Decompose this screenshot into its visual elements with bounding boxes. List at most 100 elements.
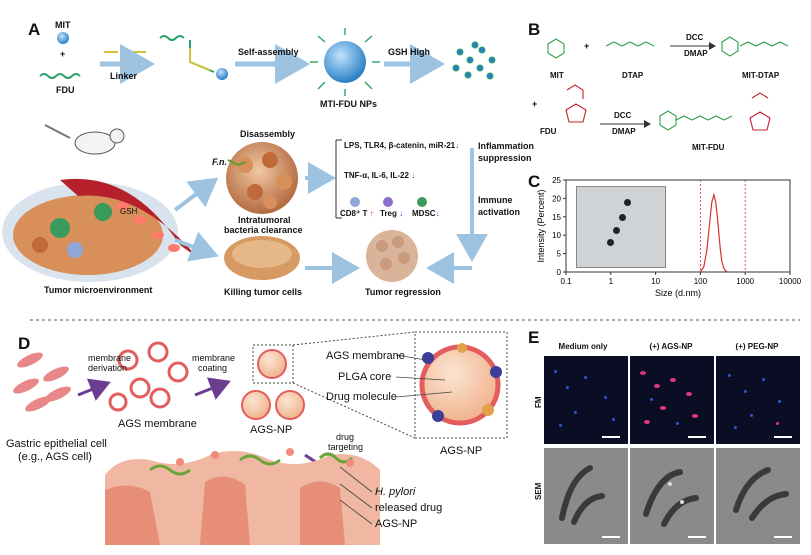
panel-label-e: E: [528, 328, 540, 347]
chem-structures: [547, 36, 789, 131]
label-gsh-high: GSH High: [388, 47, 430, 57]
label-markers-1: LPS, TLR4, β-catenin, miR-21↓: [344, 141, 460, 151]
label-treg: Treg ↓: [380, 209, 404, 219]
down-arrow-2: ↓: [411, 171, 416, 180]
label-membrane-coating-1: membrane: [192, 353, 236, 363]
label-mdsc: MDSC↓: [412, 209, 440, 219]
label-linker: Linker: [110, 71, 138, 81]
ags-np-small: [241, 349, 305, 420]
tem-inset: [576, 186, 666, 268]
legend-ags-membrane: AGS membrane: [326, 350, 405, 362]
panel-label-a: A: [28, 20, 41, 39]
label-released-drug: released drug: [375, 502, 443, 514]
label-fdu: FDU: [56, 85, 75, 95]
label-b-mit-fdu: MIT-FDU: [692, 143, 725, 152]
label-hpylori: H. pylori: [375, 486, 416, 498]
scale-bar: [774, 436, 792, 438]
mit-molecule: [57, 32, 69, 44]
row-head-fm: FM: [534, 396, 543, 408]
mti-fdu-np: [310, 28, 380, 96]
markers-1-text: LPS, TLR4, β-catenin, miR-21: [344, 141, 456, 150]
fm-image-medium: [544, 356, 628, 444]
panel-label-d: D: [18, 334, 31, 353]
label-b-dtap: DTAP: [622, 71, 644, 80]
label-membrane-derivation-2: derivation: [88, 363, 128, 373]
up-arrow-cd8: ↑: [369, 209, 374, 218]
tumor-killing: [224, 236, 300, 280]
label-b-dmap-1: DMAP: [684, 49, 708, 58]
label-gastric-2: (e.g., AGS cell): [18, 451, 92, 463]
treg-text: Treg: [380, 209, 397, 218]
down-arrow-treg: ↓: [399, 209, 404, 218]
tem-particle: [624, 199, 631, 206]
panel-label-b: B: [528, 20, 541, 39]
col-head-medium: Medium only: [558, 342, 608, 351]
sem-image-medium: [544, 448, 628, 544]
tem-particle: [613, 227, 620, 234]
label-plus-a: +: [60, 49, 66, 59]
scale-bar: [602, 536, 620, 538]
conjugate-chain: [159, 35, 215, 73]
ags-np-large: [419, 343, 502, 426]
tem-particle: [607, 239, 614, 246]
label-drug-targeting-1: drug: [336, 432, 355, 442]
label-ags-np-zoom: AGS-NP: [440, 445, 483, 457]
label-b-plus-2: +: [532, 99, 538, 109]
label-fn: F.n.: [212, 157, 227, 167]
tem-particle: [619, 214, 626, 221]
label-mit: MIT: [55, 20, 71, 30]
label-b-mit: MIT: [550, 71, 564, 80]
label-disassembly: Disassembly: [240, 129, 296, 139]
label-suppression: suppression: [478, 153, 532, 163]
label-mti-fdu-nps: MTI-FDU NPs: [320, 99, 377, 109]
col-head-peg-np: (+) PEG-NP: [735, 342, 779, 351]
label-b-fdu: FDU: [540, 127, 557, 136]
label-bacteria-clearance: bacteria clearance: [224, 225, 303, 235]
tumor-environment: [2, 178, 198, 282]
label-markers-2: TNF-α, IL-6, IL-22 ↓: [344, 171, 416, 181]
row-head-sem: SEM: [534, 482, 543, 500]
sem-image-ags-np: [630, 448, 714, 544]
down-arrow-mdsc: ↓: [435, 209, 440, 218]
scale-bar: [602, 436, 620, 438]
disassembled-np: [452, 41, 496, 80]
label-b-dcc-2: DCC: [614, 111, 632, 120]
mouse-illustration: [44, 124, 125, 155]
label-b-plus-1: +: [584, 41, 590, 51]
gastric-cells: [13, 352, 71, 412]
legend-drug-molecule: Drug molecule: [326, 391, 397, 403]
panel-label-c: C: [528, 172, 541, 191]
tumor-cluster-disassembly: [226, 142, 298, 214]
scale-bar: [688, 436, 706, 438]
fm-image-ags-np: [630, 356, 714, 444]
fm-image-peg-np: [716, 356, 800, 444]
label-self-assembly: Self-assembly: [238, 47, 299, 57]
label-b-mit-dtap: MIT-DTAP: [742, 71, 780, 80]
markers-2-text: TNF-α, IL-6, IL-22: [344, 171, 409, 180]
fdu-chain: [39, 73, 81, 79]
mdsc-text: MDSC: [412, 209, 436, 218]
label-killing: Killing tumor cells: [224, 287, 303, 297]
col-head-ags-np: (+) AGS-NP: [649, 342, 693, 351]
zoom-box-small: [252, 344, 294, 384]
label-activation: activation: [478, 207, 521, 217]
label-immune: Immune: [478, 195, 513, 205]
label-ags-membrane: AGS membrane: [118, 418, 197, 430]
label-drug-targeting-2: targeting: [328, 442, 364, 452]
gastric-tissue: [105, 448, 380, 545]
label-ags-np: AGS-NP: [250, 424, 293, 436]
scale-bar: [688, 536, 706, 538]
tumor-regression: [366, 230, 418, 282]
label-b-dcc-1: DCC: [686, 33, 704, 42]
label-regression: Tumor regression: [365, 287, 441, 297]
label-b-dmap-2: DMAP: [612, 127, 636, 136]
sem-image-peg-np: [716, 448, 800, 544]
label-tumor-microenvironment: Tumor microenvironment: [44, 285, 153, 295]
arrow-to-killing: [174, 231, 219, 262]
label-membrane-derivation-1: membrane: [88, 353, 132, 363]
label-ags-np-bottom: AGS-NP: [375, 518, 418, 530]
cd8-text: CD8⁺ T: [340, 209, 368, 218]
down-arrow-1: ↓: [455, 141, 460, 150]
legend-plga-core: PLGA core: [338, 371, 392, 383]
